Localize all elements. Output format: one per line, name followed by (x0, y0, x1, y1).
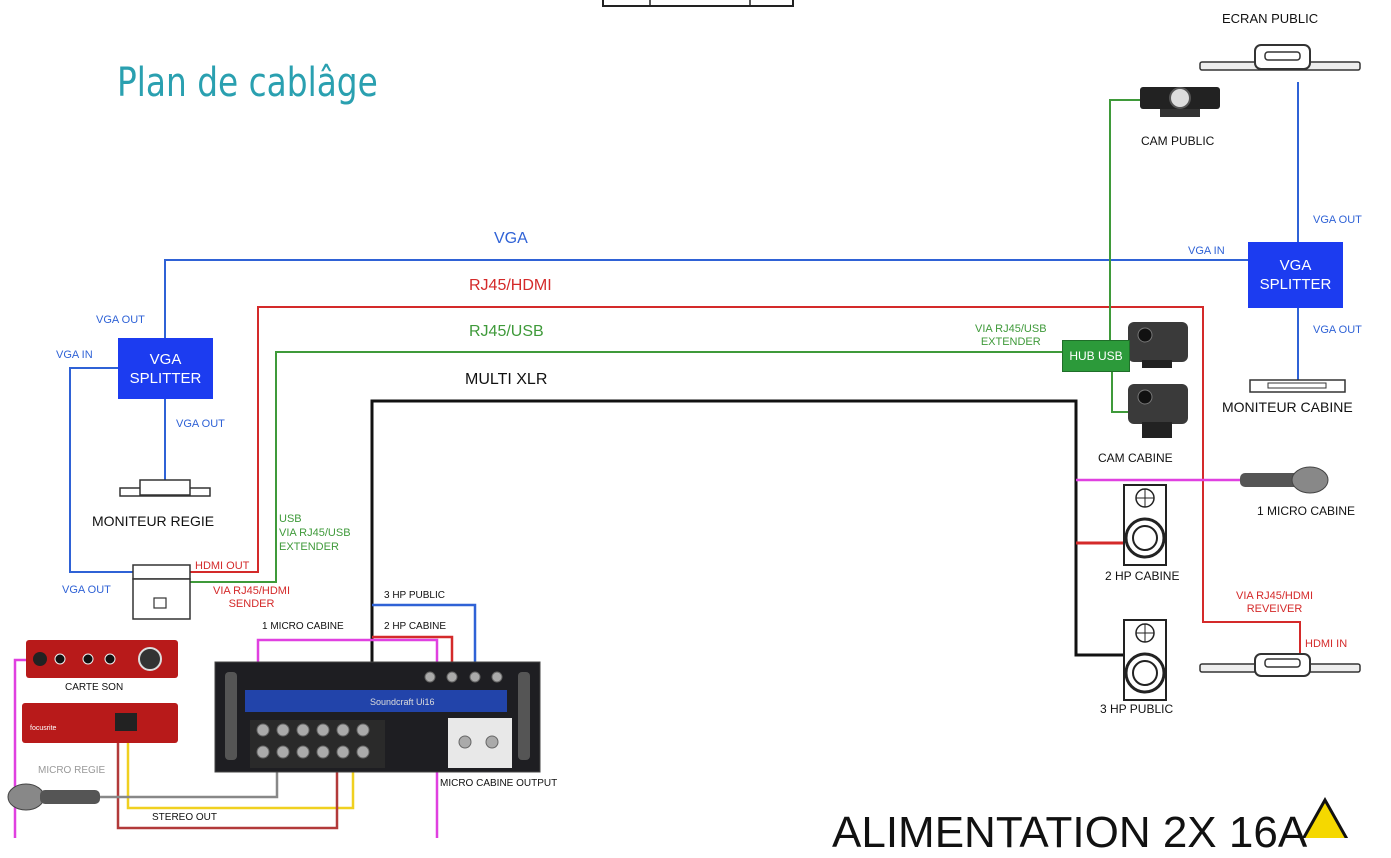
hp-public-label: 3 HP PUBLIC (1100, 702, 1174, 716)
micro-regie-label: MICRO REGIE (38, 765, 106, 776)
micro-regie-icon (7, 783, 100, 811)
rj45-hdmi-cable-label: RJ45/HDMI (469, 277, 552, 294)
vga-cable-label: VGA (494, 230, 528, 247)
svg-text:Soundcraft Ui16: Soundcraft Ui16 (370, 697, 435, 707)
cam-cabine-top (1128, 322, 1188, 368)
vga-splitter-left: VGA SPLITTER (118, 338, 213, 399)
hp-cabine-speaker (1123, 484, 1167, 566)
moniteur-regie-label: MONITEUR REGIE (92, 513, 215, 529)
mixer-device: Soundcraft Ui16 (214, 661, 541, 773)
port-via-rj45-hdmi-receiver: VIA RJ45/HDMI REVEIVER (1236, 590, 1314, 615)
micro-cabine-label: 1 MICRO CABINE (1257, 504, 1356, 518)
hub-usb: HUB USB (1062, 340, 1130, 372)
port-via-rj45-usb-extender-right: VIA RJ45/USB EXTENDER (975, 323, 1047, 348)
cam-cabine-label: CAM CABINE (1098, 451, 1173, 465)
ecran-public-label: ECRAN PUBLIC (1222, 11, 1319, 26)
port-vga-out-left-top: VGA OUT (96, 314, 145, 326)
vga-cable (69, 82, 1299, 573)
port-hdmi-out: HDMI OUT (195, 560, 250, 572)
carte-son-device (26, 640, 178, 678)
alimentation-label: ALIMENTATION 2X 16A (832, 808, 1308, 857)
multi-xlr-cable (370, 399, 1124, 668)
port-vga-out-right-bottom: VGA OUT (1313, 324, 1362, 336)
wiring-canvas: focusrite Soundcraft Ui16 (7, 0, 1361, 838)
warning-icon (1301, 796, 1349, 838)
moniteur-cabine-label: MONITEUR CABINE (1222, 399, 1353, 415)
port-hdmi-in: HDMI IN (1305, 638, 1348, 650)
rj45-usb-cable (190, 99, 1142, 583)
hp-public-speaker (1123, 619, 1167, 701)
moniteur-regie-screen (119, 479, 211, 497)
cam-public-icon (1140, 87, 1220, 117)
mixer-hp-public-label: 3 HP PUBLIC (384, 590, 445, 601)
mixer-hp-cabine-label: 2 HP CABINE (384, 621, 447, 632)
port-vga-in-right: VGA IN (1188, 245, 1225, 257)
svg-text:focusrite: focusrite (30, 725, 57, 732)
rj45-usb-cable-label: RJ45/USB (469, 323, 544, 340)
port-vga-out-right-top: VGA OUT (1313, 214, 1362, 226)
vga-splitter-right: VGA SPLITTER (1248, 242, 1343, 308)
port-vga-in-left: VGA IN (56, 349, 93, 361)
port-vga-out-laptop: VGA OUT (62, 584, 111, 596)
mixer-hp-lines (372, 603, 477, 672)
ecran-public-screen (1199, 44, 1361, 71)
carte-son-label: CARTE SON (65, 682, 124, 693)
port-via-rj45-hdmi-sender: VIA RJ45/HDMI SENDER (213, 585, 291, 610)
ecran-hdmi-in-screen (1199, 653, 1361, 677)
cam-cabine-bottom (1128, 384, 1188, 438)
multi-xlr-cable-label: MULTI XLR (465, 371, 548, 388)
rj45-hdmi-cable (190, 306, 1301, 662)
mixer-micro-cabine-label: 1 MICRO CABINE (262, 621, 344, 632)
port-vga-out-left-bottom: VGA OUT (176, 418, 225, 430)
micro-cabine-cable (13, 478, 1240, 838)
port-usb-via-extender: USB VIA RJ45/USB EXTENDER (279, 513, 351, 553)
hp-cabine-label: 2 HP CABINE (1105, 569, 1180, 583)
micro-cabine-output-label: MICRO CABINE OUTPUT (440, 778, 558, 789)
carte-son-back: focusrite (22, 703, 178, 743)
laptop-icon (132, 564, 191, 620)
cam-public-label: CAM PUBLIC (1141, 134, 1215, 148)
moniteur-cabine-screen (1249, 379, 1346, 393)
micro-cabine-icon (1240, 466, 1329, 494)
wiring-diagram: focusrite Soundcraft Ui16 (7, 0, 1362, 857)
stereo-out-label: STEREO OUT (152, 812, 218, 823)
page-title: Plan de cablâge (117, 60, 378, 106)
top-device-fragment (602, 0, 794, 7)
